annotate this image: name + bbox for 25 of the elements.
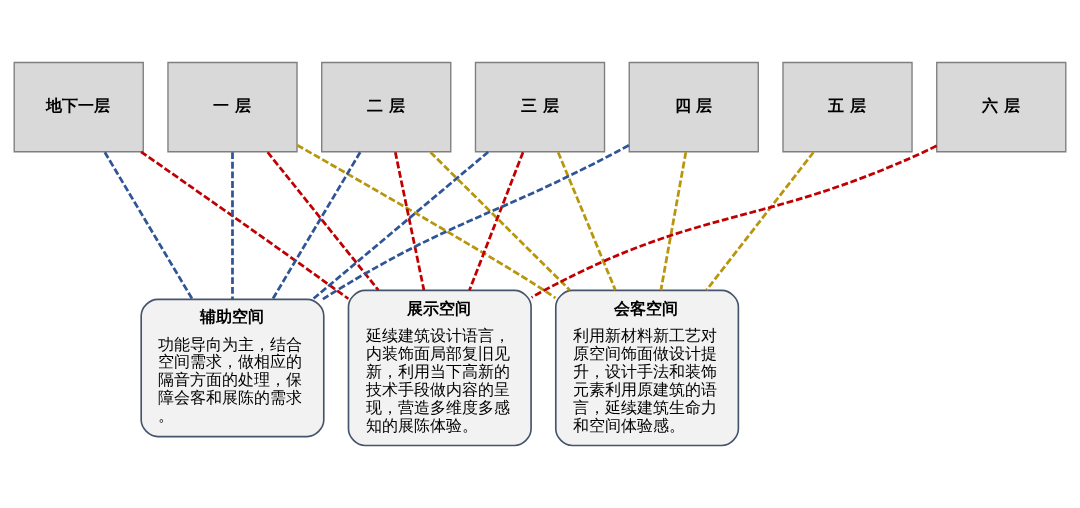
node-box: 地下一层 [13, 61, 144, 153]
connector [468, 151, 525, 291]
node-box: 二 层 [321, 61, 452, 153]
connector [271, 151, 362, 300]
connector [312, 150, 490, 301]
connector [530, 144, 938, 299]
node-box: 一 层 [167, 61, 298, 153]
connector [103, 151, 194, 300]
connector [429, 151, 571, 292]
node-box: 四 层 [628, 61, 759, 153]
node-box: 展示空间 延续建筑设计语言，内装饰面局部复旧见新，利用当下高新的技术手段做内容的呈现，营造多维度多感知的展陈体验。 [347, 289, 532, 447]
connector [705, 151, 815, 291]
connector [266, 151, 380, 291]
node-box: 会客空间 利用新材料新工艺对原空间饰面做设计提升，设计手法和装饰元素利用原建筑的语言，延续建筑生命力和空间体验感。 [554, 289, 740, 447]
connector [556, 151, 617, 291]
connector [231, 152, 234, 300]
connector [659, 152, 688, 291]
connector [394, 151, 426, 291]
node-box: 六 层 [936, 61, 1067, 153]
node-box: 三 层 [474, 61, 606, 153]
node-box: 辅助空间 功能导向为主，结合空间需求，做相应的隔音方面的处理，保障会客和展陈的需求。 [140, 298, 325, 438]
node-box: 五 层 [782, 61, 913, 153]
connector [296, 144, 557, 300]
connector [322, 144, 630, 301]
connector [140, 150, 350, 300]
